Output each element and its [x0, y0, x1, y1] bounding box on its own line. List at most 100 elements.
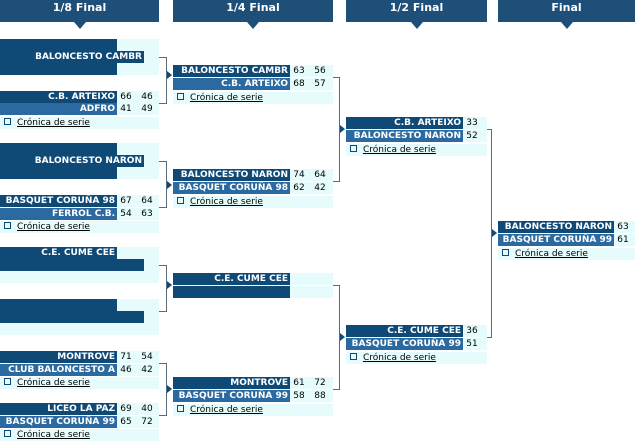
score: 49 [141, 104, 153, 114]
document-icon [4, 378, 11, 385]
arrow-right-icon [167, 71, 172, 79]
document-icon [502, 249, 509, 256]
score: 74 [293, 170, 305, 180]
score-cell [117, 299, 159, 311]
score: 61 [293, 378, 305, 388]
arrow-right-icon [340, 125, 345, 133]
score: 88 [314, 391, 326, 401]
score: 63 [141, 209, 153, 219]
score: 42 [141, 365, 153, 375]
cronica-link[interactable]: Crónica de serie [515, 249, 588, 259]
cronica-link[interactable]: Crónica de serie [17, 222, 90, 232]
chevron-down-icon [410, 22, 423, 29]
team-name[interactable]: BASQUET CORUÑA 98 [0, 195, 117, 207]
team-name[interactable]: ADFRO [0, 103, 117, 115]
score: 42 [314, 183, 326, 193]
team-name[interactable]: C.E. CUME CEE [346, 325, 463, 337]
bracket-line [491, 129, 492, 338]
score-cell: 51 [463, 338, 487, 350]
empty-slot [0, 167, 117, 179]
round-title: 1/8 Final [52, 1, 107, 14]
cronica-link-row[interactable]: Crónica de serie [0, 117, 159, 129]
cronica-link[interactable]: Crónica de serie [190, 405, 263, 415]
score: 51 [466, 339, 478, 349]
bracket-line [166, 161, 167, 208]
team-name[interactable]: BASQUET CORUÑA 99 [0, 416, 117, 428]
team-name[interactable]: C.B. ARTEIXO [0, 91, 117, 103]
team-name[interactable]: BASQUET CORUÑA 99 [346, 338, 463, 350]
team-name[interactable]: C.B. ARTEIXO [346, 117, 463, 129]
arrow-right-icon [167, 385, 172, 393]
cronica-link[interactable]: Crónica de serie [17, 118, 90, 128]
document-icon [4, 222, 11, 229]
score-cell: 61 [614, 234, 635, 246]
team-name[interactable]: BALONCESTO CAMBR [173, 65, 290, 77]
team-name[interactable]: C.B. ARTEIXO [173, 78, 290, 90]
empty-slot [0, 259, 144, 271]
cronica-link-row[interactable]: Crónica de serie [0, 429, 159, 441]
score: 46 [141, 92, 153, 102]
score: 63 [617, 222, 629, 232]
team-name[interactable]: BALONCESTO NARON [0, 155, 144, 167]
score-cell [117, 63, 159, 75]
bracket-line [159, 207, 166, 208]
team-name[interactable]: CLUB BALONCESTO A [0, 364, 117, 376]
cronica-link-row[interactable]: Crónica de serie [0, 221, 159, 233]
cronica-link-row[interactable]: Crónica de serie [173, 404, 333, 416]
arrow-right-icon [340, 333, 345, 341]
document-icon [4, 118, 11, 125]
cronica-link-row[interactable]: Crónica de serie [173, 92, 333, 104]
team-name[interactable]: MONTROVE [173, 377, 290, 389]
score-cell: 33 [463, 117, 487, 129]
cronica-link[interactable]: Crónica de serie [17, 378, 90, 388]
bracket-line [166, 265, 167, 312]
team-name[interactable]: BALONCESTO NARON [498, 221, 614, 233]
arrow-right-icon [167, 281, 172, 289]
team-name[interactable]: BASQUET CORUÑA 99 [498, 234, 614, 246]
score: 54 [141, 352, 153, 362]
cronica-link[interactable]: Crónica de serie [17, 430, 90, 440]
team-name[interactable]: LICEO LA PAZ [0, 403, 117, 415]
team-name[interactable]: C.E. CUME CEE [0, 247, 117, 259]
bracket-line [333, 389, 339, 390]
cronica-link[interactable]: Crónica de serie [190, 197, 263, 207]
score-cell [144, 259, 159, 271]
score: 72 [314, 378, 326, 388]
team-name[interactable]: BALONCESTO NARON [346, 130, 463, 142]
team-name[interactable]: BASQUET CORUÑA 98 [173, 182, 290, 194]
empty-row [0, 323, 159, 335]
score: 33 [466, 118, 478, 128]
team-name[interactable]: BALONCESTO NARON [173, 169, 290, 181]
team-name[interactable]: MONTROVE [0, 351, 117, 363]
cronica-link[interactable]: Crónica de serie [363, 145, 436, 155]
cronica-link[interactable]: Crónica de serie [190, 93, 263, 103]
score: 46 [120, 365, 132, 375]
bracket-line [339, 285, 340, 390]
cronica-link-row[interactable]: Crónica de serie [173, 196, 333, 208]
cronica-link-row[interactable]: Crónica de serie [0, 377, 159, 389]
score: 66 [120, 92, 132, 102]
cronica-link-row[interactable]: Crónica de serie [498, 248, 635, 260]
score: 64 [141, 196, 153, 206]
round-title: Final [551, 1, 582, 14]
score: 64 [314, 170, 326, 180]
team-name[interactable]: BASQUET CORUÑA 99 [173, 390, 290, 402]
team-name[interactable]: FERROL C.B. [0, 208, 117, 220]
score: 71 [120, 352, 132, 362]
cronica-link[interactable]: Crónica de serie [363, 353, 436, 363]
score-cell [117, 247, 159, 259]
empty-slot [0, 143, 117, 155]
cronica-link-row[interactable]: Crónica de serie [346, 352, 487, 364]
score: 58 [293, 391, 305, 401]
document-icon [177, 197, 184, 204]
score-cell [144, 51, 159, 63]
bracket-line [159, 265, 166, 266]
score: 67 [120, 196, 132, 206]
bracket-line [487, 337, 492, 338]
team-name[interactable]: BALONCESTO CAMBR [0, 51, 144, 63]
team-name[interactable]: C.E. CUME CEE [173, 273, 290, 285]
score-cell [144, 311, 159, 323]
cronica-link-row[interactable]: Crónica de serie [346, 144, 487, 156]
